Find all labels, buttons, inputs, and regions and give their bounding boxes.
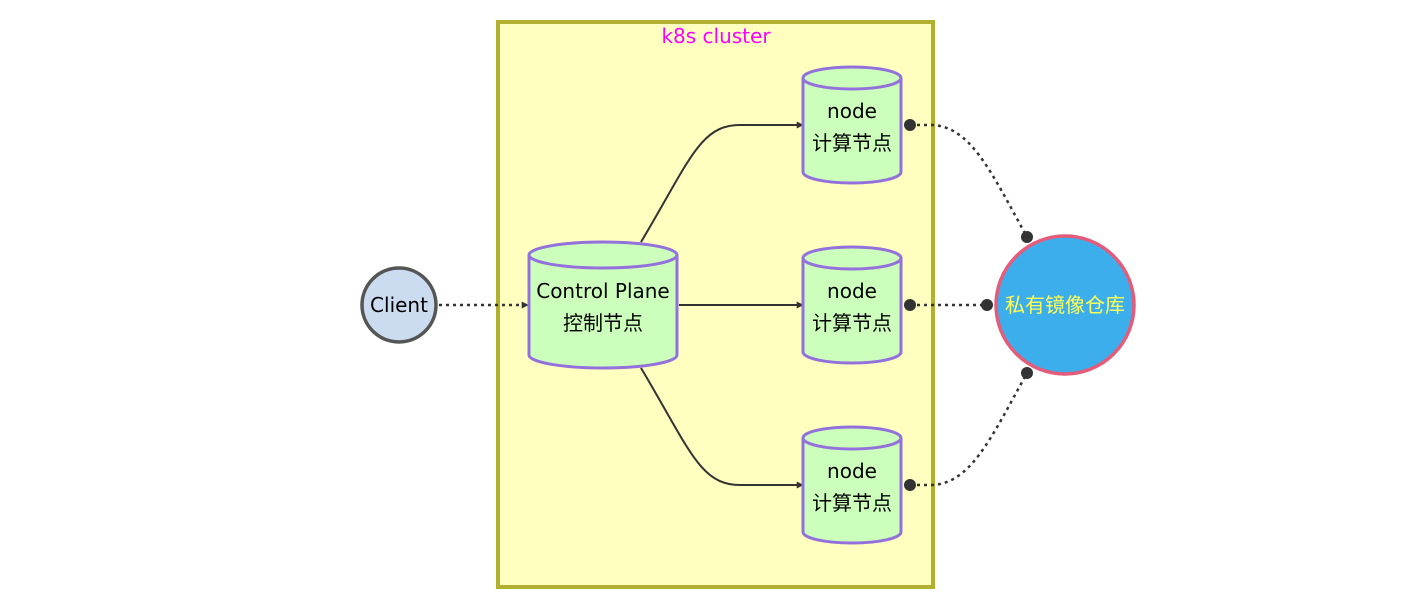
client-label: Client	[370, 293, 428, 317]
compute-node-3-cylinder-body[interactable]	[801, 438, 903, 545]
compute-node-1[interactable]: node 计算节点	[801, 65, 903, 185]
edge-dot-node-2	[904, 299, 916, 311]
edge-dot-registry-middle	[981, 299, 993, 311]
control-plane-cylinder-body[interactable]	[527, 255, 679, 370]
private-registry-node[interactable]: 私有镜像仓库	[994, 234, 1136, 376]
compute-node-3-sublabel: 计算节点	[812, 491, 892, 515]
compute-node-2-sublabel: 计算节点	[812, 311, 892, 335]
compute-node-2-label: node	[827, 279, 877, 303]
compute-node-1-label: node	[827, 99, 877, 123]
edge-dot-node-3	[904, 479, 916, 491]
compute-node-3-cylinder-top	[801, 425, 903, 451]
edges	[439, 119, 1033, 491]
edge-control-plane-to-node-3	[640, 367, 804, 489]
compute-node-2-cylinder-top	[801, 245, 903, 271]
control-plane-cylinder-top	[527, 240, 679, 270]
compute-node-2-cylinder-body[interactable]	[801, 258, 903, 365]
compute-node-2[interactable]: node 计算节点	[801, 245, 903, 365]
private-registry-circle[interactable]	[994, 234, 1136, 376]
compute-node-1-cylinder-body[interactable]	[801, 78, 903, 185]
edge-dot-node-1	[904, 119, 916, 131]
control-plane-sublabel: 控制节点	[563, 311, 643, 335]
compute-node-3-label: node	[827, 459, 877, 483]
edge-dot-registry-top	[1021, 231, 1033, 243]
compute-node-3[interactable]: node 计算节点	[801, 425, 903, 545]
private-registry-label: 私有镜像仓库	[1005, 293, 1125, 317]
client-node[interactable]: Client	[360, 266, 438, 344]
edge-control-plane-to-node-1	[640, 121, 804, 243]
compute-node-1-sublabel: 计算节点	[812, 131, 892, 155]
control-plane-node[interactable]: Control Plane 控制节点	[527, 240, 679, 370]
client-circle[interactable]	[360, 266, 438, 344]
compute-node-1-cylinder-top	[801, 65, 903, 91]
edge-dot-registry-bottom	[1021, 367, 1033, 379]
k8s-cluster-title: k8s cluster	[661, 24, 771, 48]
control-plane-label: Control Plane	[536, 279, 670, 303]
